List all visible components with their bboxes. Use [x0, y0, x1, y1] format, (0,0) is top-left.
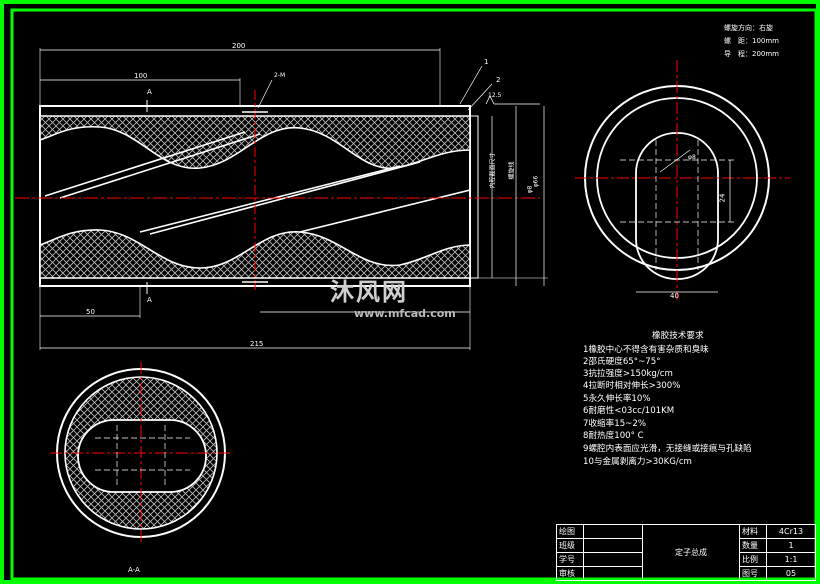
- spec-direction-value: 右旋: [759, 24, 773, 32]
- requirement-item-9: 9螺腔内表面应光滑，无接缝或接痕与孔缺陷: [583, 444, 752, 454]
- end-view-hole-dim: φ8: [688, 154, 696, 161]
- tb-draw-label: 绘图: [556, 524, 584, 539]
- dim-200: 200: [232, 42, 246, 50]
- spec-lead-value: 200mm: [752, 50, 779, 58]
- spec-lead: 导 程：200mm: [724, 49, 779, 59]
- spec-pitch-label: 螺 距：: [724, 37, 752, 45]
- leader-label-2: 2: [496, 76, 501, 84]
- tb-review-value: [583, 566, 643, 581]
- tb-scale-label: 比例: [739, 552, 767, 567]
- requirement-item-1: 1橡胶中心不得含有害杂质和臭味: [583, 345, 709, 355]
- tb-student-no-label: 学号: [556, 552, 584, 567]
- watermark-brand: 沐风网: [330, 278, 408, 306]
- tb-student-no-value: [583, 552, 643, 567]
- dim-50: 50: [86, 308, 95, 316]
- tb-quantity-value: 1: [766, 538, 816, 553]
- a-a-section-view: [50, 362, 232, 545]
- tb-quantity-label: 数量: [739, 538, 767, 553]
- tb-scale-value: 1:1: [766, 552, 816, 567]
- section-mark-a-top: A: [147, 88, 152, 96]
- inner-border: [10, 8, 818, 581]
- tb-material-label: 材料: [739, 524, 767, 539]
- longitudinal-section-view: [15, 48, 548, 350]
- watermark-url: www.mfcad.com: [354, 307, 456, 320]
- section-mark-a-bottom: A: [147, 296, 152, 304]
- requirement-item-6: 6耐磨性<03cc/101KM: [583, 406, 675, 416]
- surface-finish-symbol: 12.5: [488, 92, 502, 99]
- tb-class-value: [583, 538, 643, 553]
- spec-direction: 螺旋方向：右旋: [724, 23, 773, 33]
- end-view-height-dim: 24: [718, 193, 727, 203]
- side-text-1: 内腔截面尺寸: [489, 152, 497, 189]
- requirement-item-8: 8耐热度100° C: [583, 431, 644, 441]
- tb-review-label: 审核: [556, 566, 584, 581]
- spec-pitch-value: 100mm: [752, 37, 779, 45]
- tb-drawing-name: 定子总成: [642, 524, 740, 581]
- section-label-a-a: A-A: [128, 566, 140, 574]
- requirement-item-10: 10与金属剥离力>30KG/cm: [583, 457, 692, 467]
- side-dim-2: φ66: [532, 175, 540, 188]
- requirement-item-4: 4拉断时相对伸长>300%: [583, 381, 681, 391]
- end-view: [575, 60, 790, 300]
- requirements-title: 橡胶技术要求: [652, 331, 704, 341]
- dim-100: 100: [134, 72, 148, 80]
- dim-215: 215: [250, 340, 264, 348]
- end-view-width-dim: 40: [670, 292, 679, 300]
- spec-pitch: 螺 距：100mm: [724, 36, 779, 46]
- title-block: 绘图 定子总成 材料 4Cr13 班级 数量 1 学号 比例 1:1 审核 图号…: [556, 524, 816, 581]
- spec-lead-label: 导 程：: [724, 50, 752, 58]
- thread-callout: 2-M: [274, 72, 286, 79]
- watermark: 沐风网 www.mfcad.com: [330, 272, 456, 320]
- requirement-item-2: 2邵氏硬度65°~75°: [583, 357, 661, 367]
- rubber-lining-bottom: [40, 229, 470, 278]
- leader-label-1: 1: [484, 58, 489, 66]
- tb-drawing-no-label: 图号: [739, 566, 767, 581]
- tb-drawing-no-value: 05: [766, 566, 816, 581]
- spec-direction-label: 螺旋方向：: [724, 24, 759, 32]
- requirement-item-7: 7收缩率15~2%: [583, 419, 647, 429]
- tb-material-value: 4Cr13: [766, 524, 816, 539]
- tb-class-label: 班级: [556, 538, 584, 553]
- side-text-2: 螺旋线: [508, 161, 516, 180]
- requirement-item-5: 5永久伸长率10%: [583, 394, 651, 404]
- requirement-item-3: 3抗拉强度>150kg/cm: [583, 369, 673, 379]
- tb-draw-value: [583, 524, 643, 539]
